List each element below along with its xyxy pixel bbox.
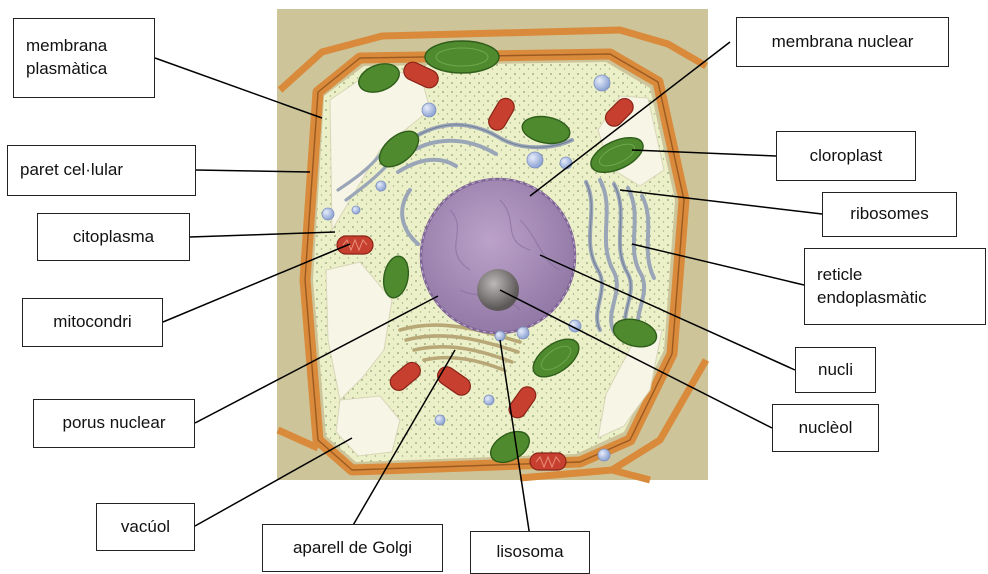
label-ribosomes: ribosomes — [822, 192, 957, 237]
label-vacuol: vacúol — [96, 503, 195, 551]
label-membrana-nuclear: membrana nuclear — [736, 17, 949, 67]
label-aparell-golgi: aparell de Golgi — [262, 524, 443, 572]
label-nucli: nucli — [795, 347, 876, 393]
label-nucleol: nuclèol — [772, 404, 879, 452]
label-lisosoma: lisosoma — [470, 531, 590, 574]
label-cloroplast: cloroplast — [776, 131, 916, 181]
label-mitocondri: mitocondri — [22, 298, 163, 347]
nucleolus — [477, 269, 519, 311]
label-porus-nuclear: porus nuclear — [33, 399, 195, 448]
label-membrana-plasmatica: membrana plasmàtica — [13, 18, 155, 98]
label-paret-cellular: paret cel·lular — [7, 145, 196, 196]
label-reticle-endoplasmatic: reticle endoplasmàtic — [804, 248, 986, 325]
label-citoplasma: citoplasma — [37, 213, 190, 261]
